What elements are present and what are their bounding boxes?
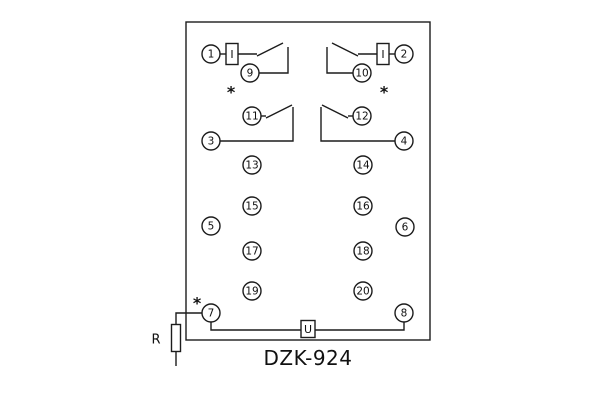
terminal-13: 13 xyxy=(242,155,262,175)
terminal-15: 15 xyxy=(242,196,262,216)
terminal-circle xyxy=(353,241,373,261)
terminal-3: 3 xyxy=(201,131,221,151)
terminal-circle xyxy=(201,44,221,64)
terminal-circle xyxy=(353,196,373,216)
terminal-circle xyxy=(394,303,414,323)
polarity-asterisk: * xyxy=(193,294,202,313)
terminal-10: 10 xyxy=(352,63,372,83)
wire xyxy=(259,47,289,74)
current-coil-right-box xyxy=(376,42,390,66)
contact-blade xyxy=(331,42,359,57)
wire xyxy=(210,322,301,331)
terminal-20: 20 xyxy=(353,281,373,301)
current-coil-left-box xyxy=(225,42,239,66)
wire xyxy=(320,107,395,142)
terminal-circle xyxy=(242,155,262,175)
terminal-6: 6 xyxy=(395,217,415,237)
terminal-number: 7 xyxy=(208,308,215,320)
voltage-coil-box xyxy=(300,319,316,339)
polarity-asterisk: * xyxy=(227,83,236,102)
wire xyxy=(315,322,405,331)
terminal-number: 11 xyxy=(245,111,258,123)
terminal-number: 18 xyxy=(356,246,369,258)
terminal-circle xyxy=(242,281,262,301)
terminal-7: 7 xyxy=(201,303,221,323)
terminal-number: 3 xyxy=(208,136,215,148)
terminal-number: 10 xyxy=(355,68,368,80)
terminal-circle xyxy=(242,241,262,261)
polarity-asterisk: * xyxy=(380,83,389,102)
terminal-number: 5 xyxy=(208,221,215,233)
terminal-number: 1 xyxy=(208,49,215,61)
terminal-8: 8 xyxy=(394,303,414,323)
terminal-circle xyxy=(240,63,260,83)
terminal-number: 16 xyxy=(356,201,370,213)
terminal-2: 2 xyxy=(394,44,414,64)
wire xyxy=(175,312,202,325)
current-coil-right: I xyxy=(376,42,390,66)
terminal-4: 4 xyxy=(394,131,414,151)
terminal-9: 9 xyxy=(240,63,260,83)
current-coil-right-label: I xyxy=(381,48,384,61)
model-label: DZK-924 xyxy=(263,346,353,370)
contact-blade xyxy=(321,104,349,119)
terminal-circle xyxy=(242,106,262,126)
wire xyxy=(220,107,294,142)
relay-case-outline xyxy=(185,21,431,341)
terminal-circle xyxy=(353,155,373,175)
terminal-number: 9 xyxy=(247,68,254,80)
terminal-18: 18 xyxy=(353,241,373,261)
terminal-number: 6 xyxy=(402,222,409,234)
terminal-circle xyxy=(352,63,372,83)
terminal-5: 5 xyxy=(201,216,221,236)
terminal-circle xyxy=(201,216,221,236)
voltage-coil-label: U xyxy=(304,323,312,336)
terminal-number: 8 xyxy=(401,308,408,320)
terminal-circle xyxy=(242,196,262,216)
terminal-1: 1 xyxy=(201,44,221,64)
terminal-circle xyxy=(353,281,373,301)
terminal-number: 15 xyxy=(245,201,258,213)
terminal-circle xyxy=(352,106,372,126)
wire xyxy=(326,47,353,74)
terminal-number: 17 xyxy=(245,246,258,258)
terminal-circle xyxy=(395,217,415,237)
terminal-number: 19 xyxy=(245,286,258,298)
terminal-circle xyxy=(201,131,221,151)
terminal-number: 14 xyxy=(356,160,370,172)
terminal-number: 12 xyxy=(355,111,368,123)
terminal-19: 19 xyxy=(242,281,262,301)
terminal-circle xyxy=(394,131,414,151)
contact-blade xyxy=(256,42,284,57)
terminal-number: 20 xyxy=(356,286,369,298)
current-coil-left: I xyxy=(225,42,239,66)
terminal-number: 13 xyxy=(245,160,258,172)
terminal-17: 17 xyxy=(242,241,262,261)
resistor-label: R xyxy=(151,333,160,348)
contact-blade xyxy=(265,104,293,119)
terminal-circle xyxy=(394,44,414,64)
terminal-16: 16 xyxy=(353,196,373,216)
terminal-12: 12 xyxy=(352,106,372,126)
terminal-number: 4 xyxy=(401,136,408,148)
voltage-coil: U xyxy=(300,319,316,339)
terminal-14: 14 xyxy=(353,155,373,175)
terminal-circle xyxy=(201,303,221,323)
terminal-11: 11 xyxy=(242,106,262,126)
resistor-box xyxy=(170,323,182,353)
current-coil-left-label: I xyxy=(230,48,233,61)
terminal-number: 2 xyxy=(401,49,408,61)
